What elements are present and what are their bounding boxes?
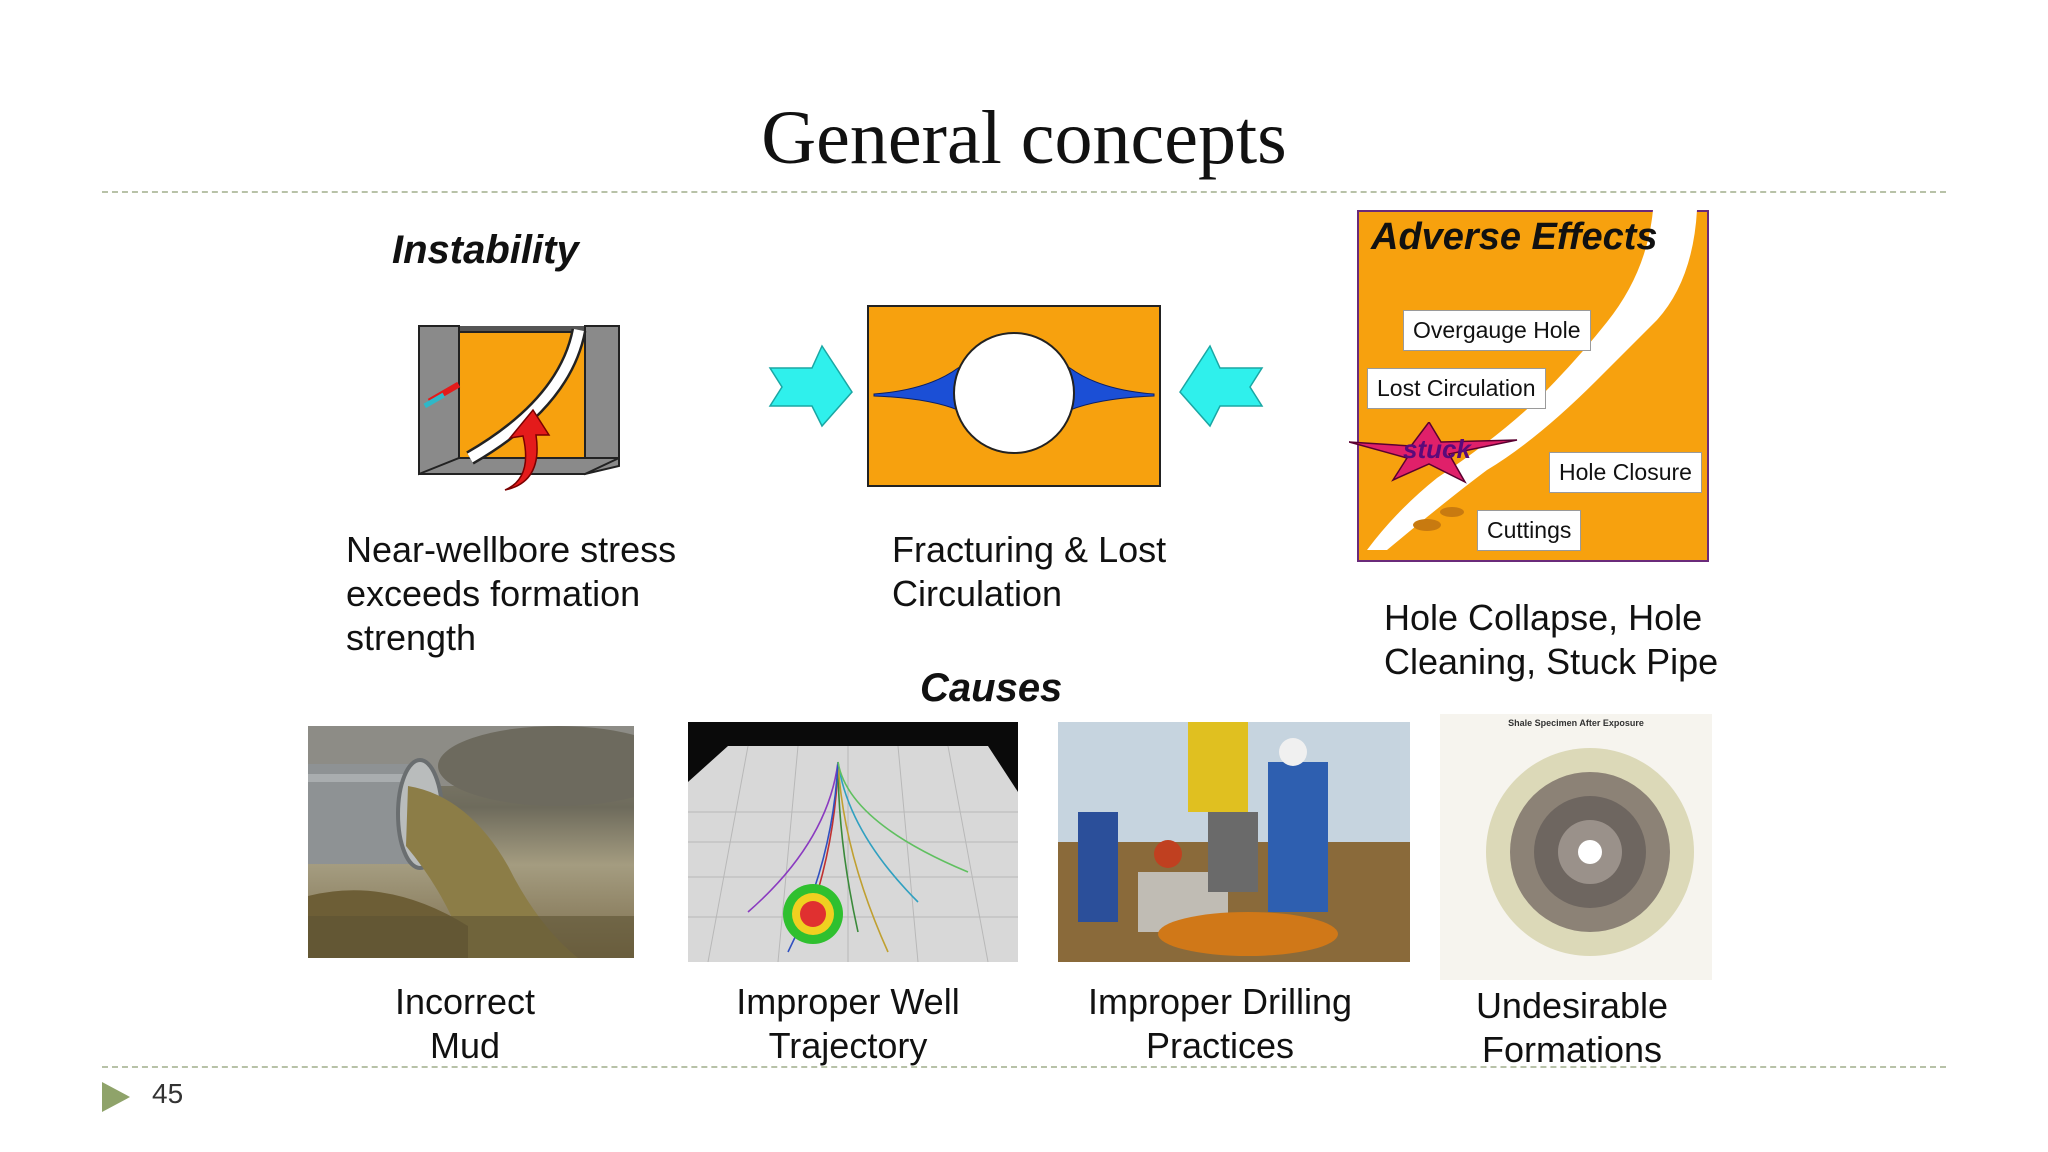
bullet-triangle-icon <box>102 1082 130 1112</box>
footer-divider <box>102 1066 1946 1068</box>
fracturing-diagram <box>768 305 1264 487</box>
fracturing-caption: Fracturing & Lost Circulation <box>892 529 1167 614</box>
adverse-effects-caption: Hole Collapse, Hole Cleaning, Stuck Pipe <box>1384 597 1719 682</box>
cause-caption-trajectory: Improper Well Trajectory <box>736 981 960 1066</box>
cause-caption-formations: Undesirable Formations <box>1475 985 1669 1070</box>
cause-caption-drilling: Improper Drilling Practices <box>1087 981 1353 1066</box>
adverse-effects-panel: Adverse Effects Overgauge Hole Lost Circ… <box>1349 210 1709 562</box>
label-hole-closure: Hole Closure <box>1549 452 1702 493</box>
label-overgauge-hole: Overgauge Hole <box>1403 310 1591 351</box>
incorrect-mud-photo <box>308 726 634 958</box>
shale-photo-caption: Shale Specimen After Exposure <box>1508 718 1644 728</box>
shale-specimen-photo: Shale Specimen After Exposure <box>1440 714 1712 980</box>
right-arrow-icon <box>1179 344 1264 428</box>
left-arrow-icon <box>768 344 853 428</box>
cause-caption-mud: Incorrect Mud <box>394 981 536 1066</box>
instability-heading: Instability <box>392 228 579 272</box>
well-trajectory-photo <box>688 722 1018 962</box>
label-cuttings: Cuttings <box>1477 510 1582 551</box>
page-number: 45 <box>152 1078 184 1109</box>
instability-diagram <box>418 325 620 491</box>
label-lost-circulation: Lost Circulation <box>1367 368 1546 409</box>
stuck-label: stuck <box>1403 434 1471 464</box>
adverse-effects-heading: Adverse Effects <box>1371 216 1658 258</box>
stuck-star-icon <box>1349 422 1518 484</box>
drilling-practices-photo <box>1058 722 1410 962</box>
slide-title: General concepts <box>761 96 1287 180</box>
title-divider <box>102 191 1946 193</box>
instability-caption: Near-wellbore stress exceeds formation s… <box>346 529 677 658</box>
causes-heading: Causes <box>920 666 1063 710</box>
